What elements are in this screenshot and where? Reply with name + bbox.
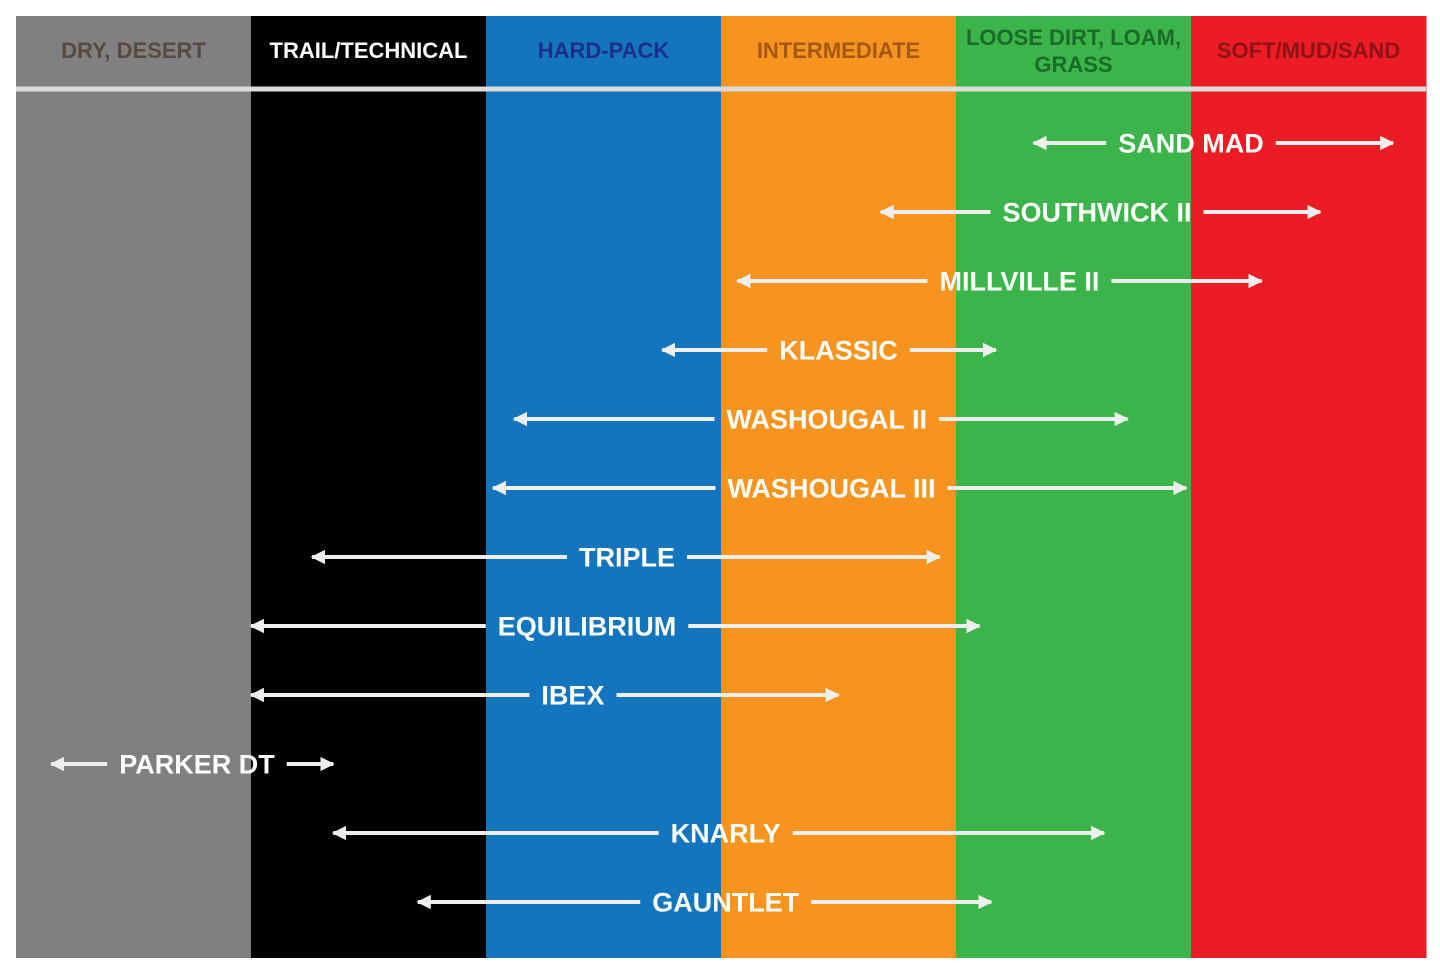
terrain-band (721, 16, 957, 958)
tire-range: SAND MAD (1032, 129, 1395, 159)
column-header-line: TRAIL/TECHNICAL (270, 38, 468, 63)
column-header-line: LOOSE DIRT, LOAM, (966, 25, 1181, 50)
tire-range: WASHOUGAL II (512, 405, 1129, 435)
tire-range-arrows: SAND MAD SOUTHWICK II MILLVILLE II KLASSIC W… (49, 129, 1395, 918)
column-header: SOFT/MUD/SAND (1217, 38, 1400, 63)
column-header-line: INTERMEDIATE (757, 38, 920, 63)
tire-range: TRIPLE (310, 543, 941, 573)
terrain-band (1191, 16, 1427, 958)
tire-label: GAUNTLET (652, 888, 799, 918)
tire-range: GAUNTLET (416, 888, 993, 918)
tire-label: SOUTHWICK II (1003, 198, 1192, 228)
terrain-band (16, 16, 252, 958)
tire-range: WASHOUGAL III (491, 474, 1188, 504)
tire-range: IBEX (249, 681, 840, 711)
tire-label: IBEX (541, 681, 604, 711)
column-header-line: GRASS (1034, 52, 1112, 77)
tire-range: SOUTHWICK II (879, 198, 1322, 228)
tire-label: TRIPLE (579, 543, 675, 573)
tire-label: EQUILIBRIUM (498, 612, 677, 642)
column-header: LOOSE DIRT, LOAM,GRASS (966, 25, 1181, 77)
tire-label: SAND MAD (1118, 129, 1264, 159)
column-header: TRAIL/TECHNICAL (270, 38, 468, 63)
column-header-line: SOFT/MUD/SAND (1217, 38, 1400, 63)
tire-range: KLASSIC (660, 336, 998, 366)
column-header-line: DRY, DESERT (61, 38, 206, 63)
tire-range: KNARLY (331, 819, 1106, 849)
tire-label: KLASSIC (779, 336, 898, 366)
terrain-band (251, 16, 487, 958)
column-headers: DRY, DESERT TRAIL/TECHNICAL HARD-PACK INTER… (61, 25, 1400, 77)
tire-label: MILLVILLE II (939, 267, 1099, 297)
tire-range: EQUILIBRIUM (249, 612, 981, 642)
tire-label: WASHOUGAL II (726, 405, 927, 435)
tire-label: PARKER DT (119, 750, 275, 780)
column-header-line: HARD-PACK (538, 38, 670, 63)
column-header: DRY, DESERT (61, 38, 206, 63)
tire-label: WASHOUGAL III (727, 474, 935, 504)
tire-range: MILLVILLE II (736, 267, 1263, 297)
column-header: INTERMEDIATE (757, 38, 920, 63)
tire-range: PARKER DT (49, 750, 335, 780)
tire-label: KNARLY (671, 819, 781, 849)
column-header: HARD-PACK (538, 38, 670, 63)
